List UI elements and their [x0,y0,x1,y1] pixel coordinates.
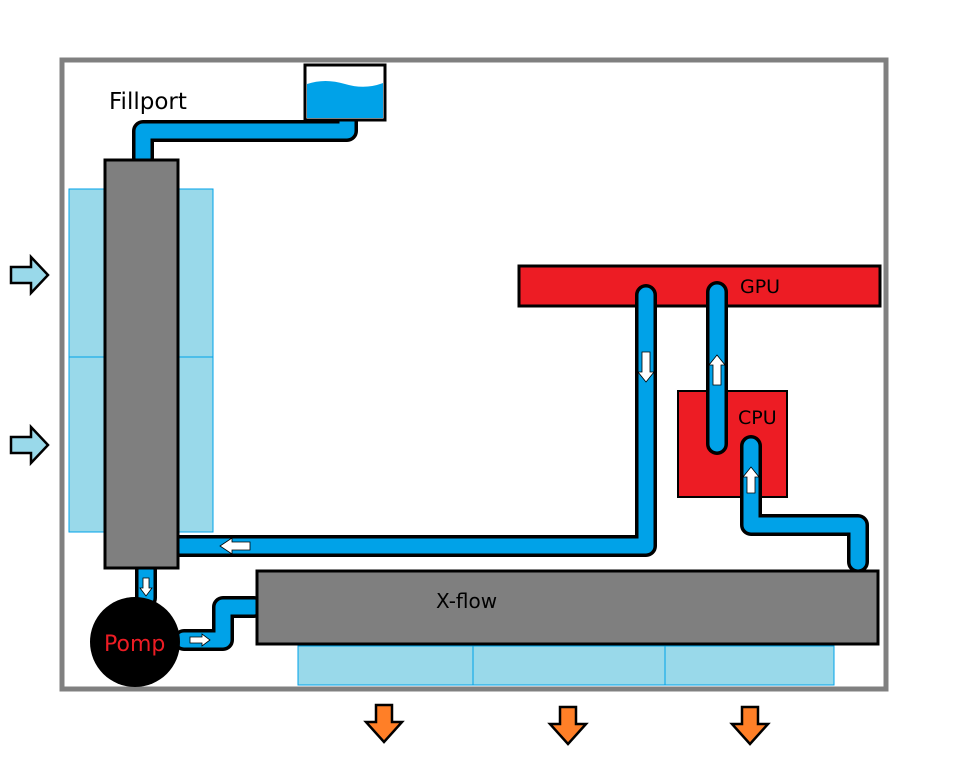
bottom-fans [297,645,835,686]
flow-arrow-right-icon [189,633,211,647]
pump-label: Pomp [104,632,165,657]
xflow-label: X-flow [436,589,497,613]
flow-arrow-left-icon [219,537,251,555]
exhaust-arrow-down-icon [547,705,589,746]
cpu-label: CPU [738,407,777,429]
flow-arrow-up-icon [708,354,726,386]
flow-arrow-down-icon [139,577,153,597]
exhaust-arrows [363,703,771,746]
front-radiator [103,158,180,570]
flow-arrow-up-icon [742,466,760,494]
bottom-fan-1 [297,645,474,686]
intake-arrow-right-icon [9,253,50,297]
cpu-block [677,390,788,498]
reservoir [303,63,387,122]
intake-arrow-right-icon [9,423,50,467]
flow-arrows [139,351,760,647]
bottom-fan-3 [664,645,835,686]
exhaust-arrow-down-icon [729,705,771,746]
gpu-label: GPU [740,276,780,298]
gpu-block [517,264,882,308]
pump [90,597,180,687]
bottom-fan-2 [472,645,666,686]
flow-arrow-down-icon [637,351,655,383]
fillport-label: Fillport [109,89,187,115]
intake-arrows [9,253,50,467]
reservoir-water [307,81,383,118]
xflow-radiator [255,569,880,646]
exhaust-arrow-down-icon [363,703,405,744]
